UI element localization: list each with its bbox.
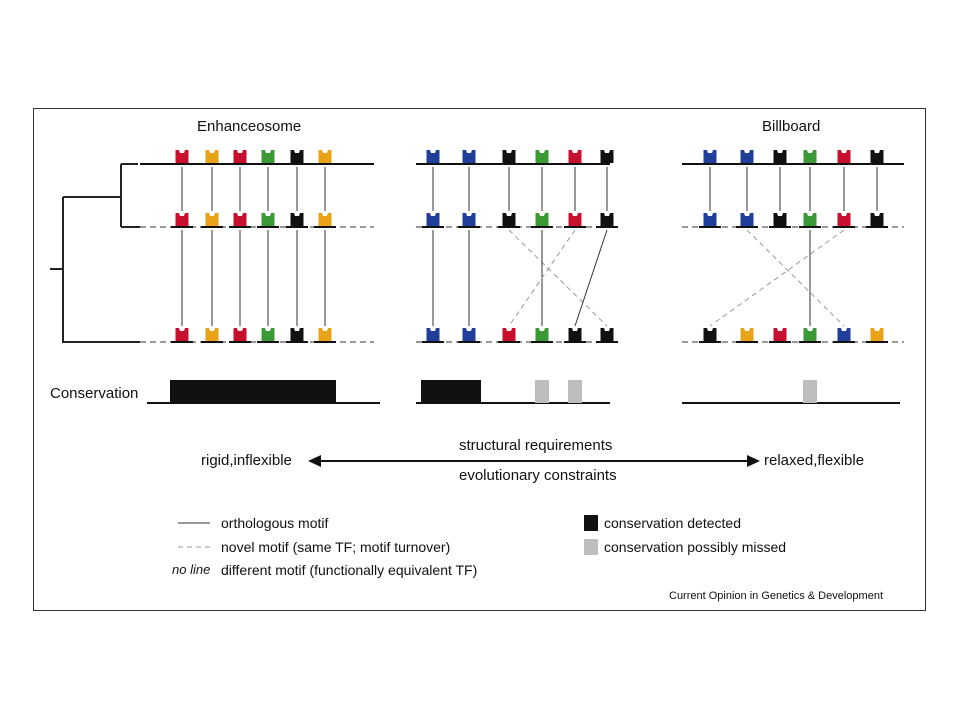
motif-billboard-row3-4-green: [803, 328, 817, 341]
motif-enhanceosome-row1-6-yellow: [318, 150, 332, 163]
legend-dashed-text: novel motif (same TF; motif turnover): [221, 539, 451, 555]
legend-detected-text: conservation detected: [604, 515, 741, 531]
motif-intermediate-row2-3-black: [502, 213, 516, 226]
legend-missed-text: conservation possibly missed: [604, 539, 787, 555]
motif-billboard-row2-4-green: [803, 213, 817, 226]
panel-title-enhanceosome: Enhanceosome: [197, 118, 302, 135]
motif-billboard-row1-2-blue: [740, 150, 754, 163]
dashed-link-billboard-r2r3-3: [709, 229, 845, 327]
motif-intermediate-row2-6-black: [600, 213, 614, 226]
motif-intermediate-row3-5-black: [568, 328, 582, 341]
motif-enhanceosome-row3-1-red: [175, 328, 189, 341]
motif-intermediate-row3-2-blue: [462, 328, 476, 341]
motif-billboard-row3-3-red: [773, 328, 787, 341]
motif-intermediate-row2-1-blue: [426, 213, 440, 226]
motif-intermediate-row2-4-green: [535, 213, 549, 226]
legend-missed-box: [584, 539, 598, 555]
motif-billboard-row1-6-black: [870, 150, 884, 163]
solid-link-intermediate-r2r3-6: [574, 229, 608, 327]
diagram-canvas: [50, 150, 904, 555]
axis-bottom-label: evolutionary constraints: [459, 467, 617, 484]
legend-solid-text: orthologous motif: [221, 515, 329, 531]
figure-frame: Enhanceosome Billboard Conservation stru…: [33, 108, 926, 611]
conservation-block-intermediate-3-gray: [568, 380, 582, 403]
spectrum-arrow-right-head: [747, 455, 760, 467]
motif-enhanceosome-row2-1-red: [175, 213, 189, 226]
motif-billboard-row3-2-yellow: [740, 328, 754, 341]
conservation-block-intermediate-2-gray: [535, 380, 549, 403]
motif-enhanceosome-row3-2-yellow: [205, 328, 219, 341]
legend-no-line-text: different motif (functionally equivalent…: [221, 562, 478, 578]
motif-enhanceosome-row3-3-red: [233, 328, 247, 341]
motif-billboard-row1-4-green: [803, 150, 817, 163]
motif-billboard-row3-1-black: [703, 328, 717, 341]
motif-billboard-row2-3-black: [773, 213, 787, 226]
motif-billboard-row3-5-blue: [837, 328, 851, 341]
motif-billboard-row2-1-blue: [703, 213, 717, 226]
phylogeny-tree: [50, 163, 140, 343]
motif-billboard-row2-2-blue: [740, 213, 754, 226]
motif-enhanceosome-row2-3-red: [233, 213, 247, 226]
conservation-block-billboard-1-gray: [803, 380, 817, 403]
motif-intermediate-row1-5-red: [568, 150, 582, 163]
motif-intermediate-row2-2-blue: [462, 213, 476, 226]
motif-enhanceosome-row3-6-yellow: [318, 328, 332, 341]
motif-enhanceosome-row1-2-yellow: [205, 150, 219, 163]
dashed-link-billboard-r2r3-1: [746, 229, 845, 327]
figure-credit: Current Opinion in Genetics & Developmen…: [669, 590, 883, 602]
motif-enhanceosome-row3-5-black: [290, 328, 304, 341]
axis-right-label: relaxed,flexible: [764, 452, 865, 469]
motif-billboard-row3-6-yellow: [870, 328, 884, 341]
motif-billboard-row2-5-red: [837, 213, 851, 226]
conservation-block-enhanceosome-1-black: [170, 380, 336, 403]
motif-enhanceosome-row2-4-green: [261, 213, 275, 226]
spectrum-arrow-left-head: [308, 455, 321, 467]
motif-enhanceosome-row3-4-green: [261, 328, 275, 341]
legend-no-line-prefix: no line: [172, 562, 211, 577]
legend-detected-box: [584, 515, 598, 531]
axis-top-label: structural requirements: [459, 437, 613, 454]
motif-intermediate-row3-6-black: [600, 328, 614, 341]
motif-intermediate-row1-4-green: [535, 150, 549, 163]
motif-intermediate-row1-6-black: [600, 150, 614, 163]
conservation-block-intermediate-1-black: [421, 380, 481, 403]
motif-intermediate-row3-4-green: [535, 328, 549, 341]
motif-enhanceosome-row1-4-green: [261, 150, 275, 163]
motif-enhanceosome-row1-5-black: [290, 150, 304, 163]
dashed-link-intermediate-r2r3-3: [508, 229, 608, 327]
motif-intermediate-row3-3-red: [502, 328, 516, 341]
dashed-link-intermediate-r2r3-5: [508, 229, 576, 327]
motif-enhanceosome-row2-6-yellow: [318, 213, 332, 226]
motif-intermediate-row2-5-red: [568, 213, 582, 226]
motif-enhanceosome-row1-3-red: [233, 150, 247, 163]
motif-billboard-row1-1-blue: [703, 150, 717, 163]
motif-enhanceosome-row1-1-red: [175, 150, 189, 163]
motif-billboard-row2-6-black: [870, 213, 884, 226]
motif-intermediate-row1-2-blue: [462, 150, 476, 163]
motif-intermediate-row1-1-blue: [426, 150, 440, 163]
axis-left-label: rigid,inflexible: [201, 452, 292, 469]
motif-enhanceosome-row2-2-yellow: [205, 213, 219, 226]
motif-intermediate-row1-3-black: [502, 150, 516, 163]
panel-title-billboard: Billboard: [762, 118, 821, 135]
motif-billboard-row1-3-black: [773, 150, 787, 163]
motif-intermediate-row3-1-blue: [426, 328, 440, 341]
motif-enhanceosome-row2-5-black: [290, 213, 304, 226]
motif-billboard-row1-5-red: [837, 150, 851, 163]
conservation-label: Conservation: [50, 385, 139, 402]
